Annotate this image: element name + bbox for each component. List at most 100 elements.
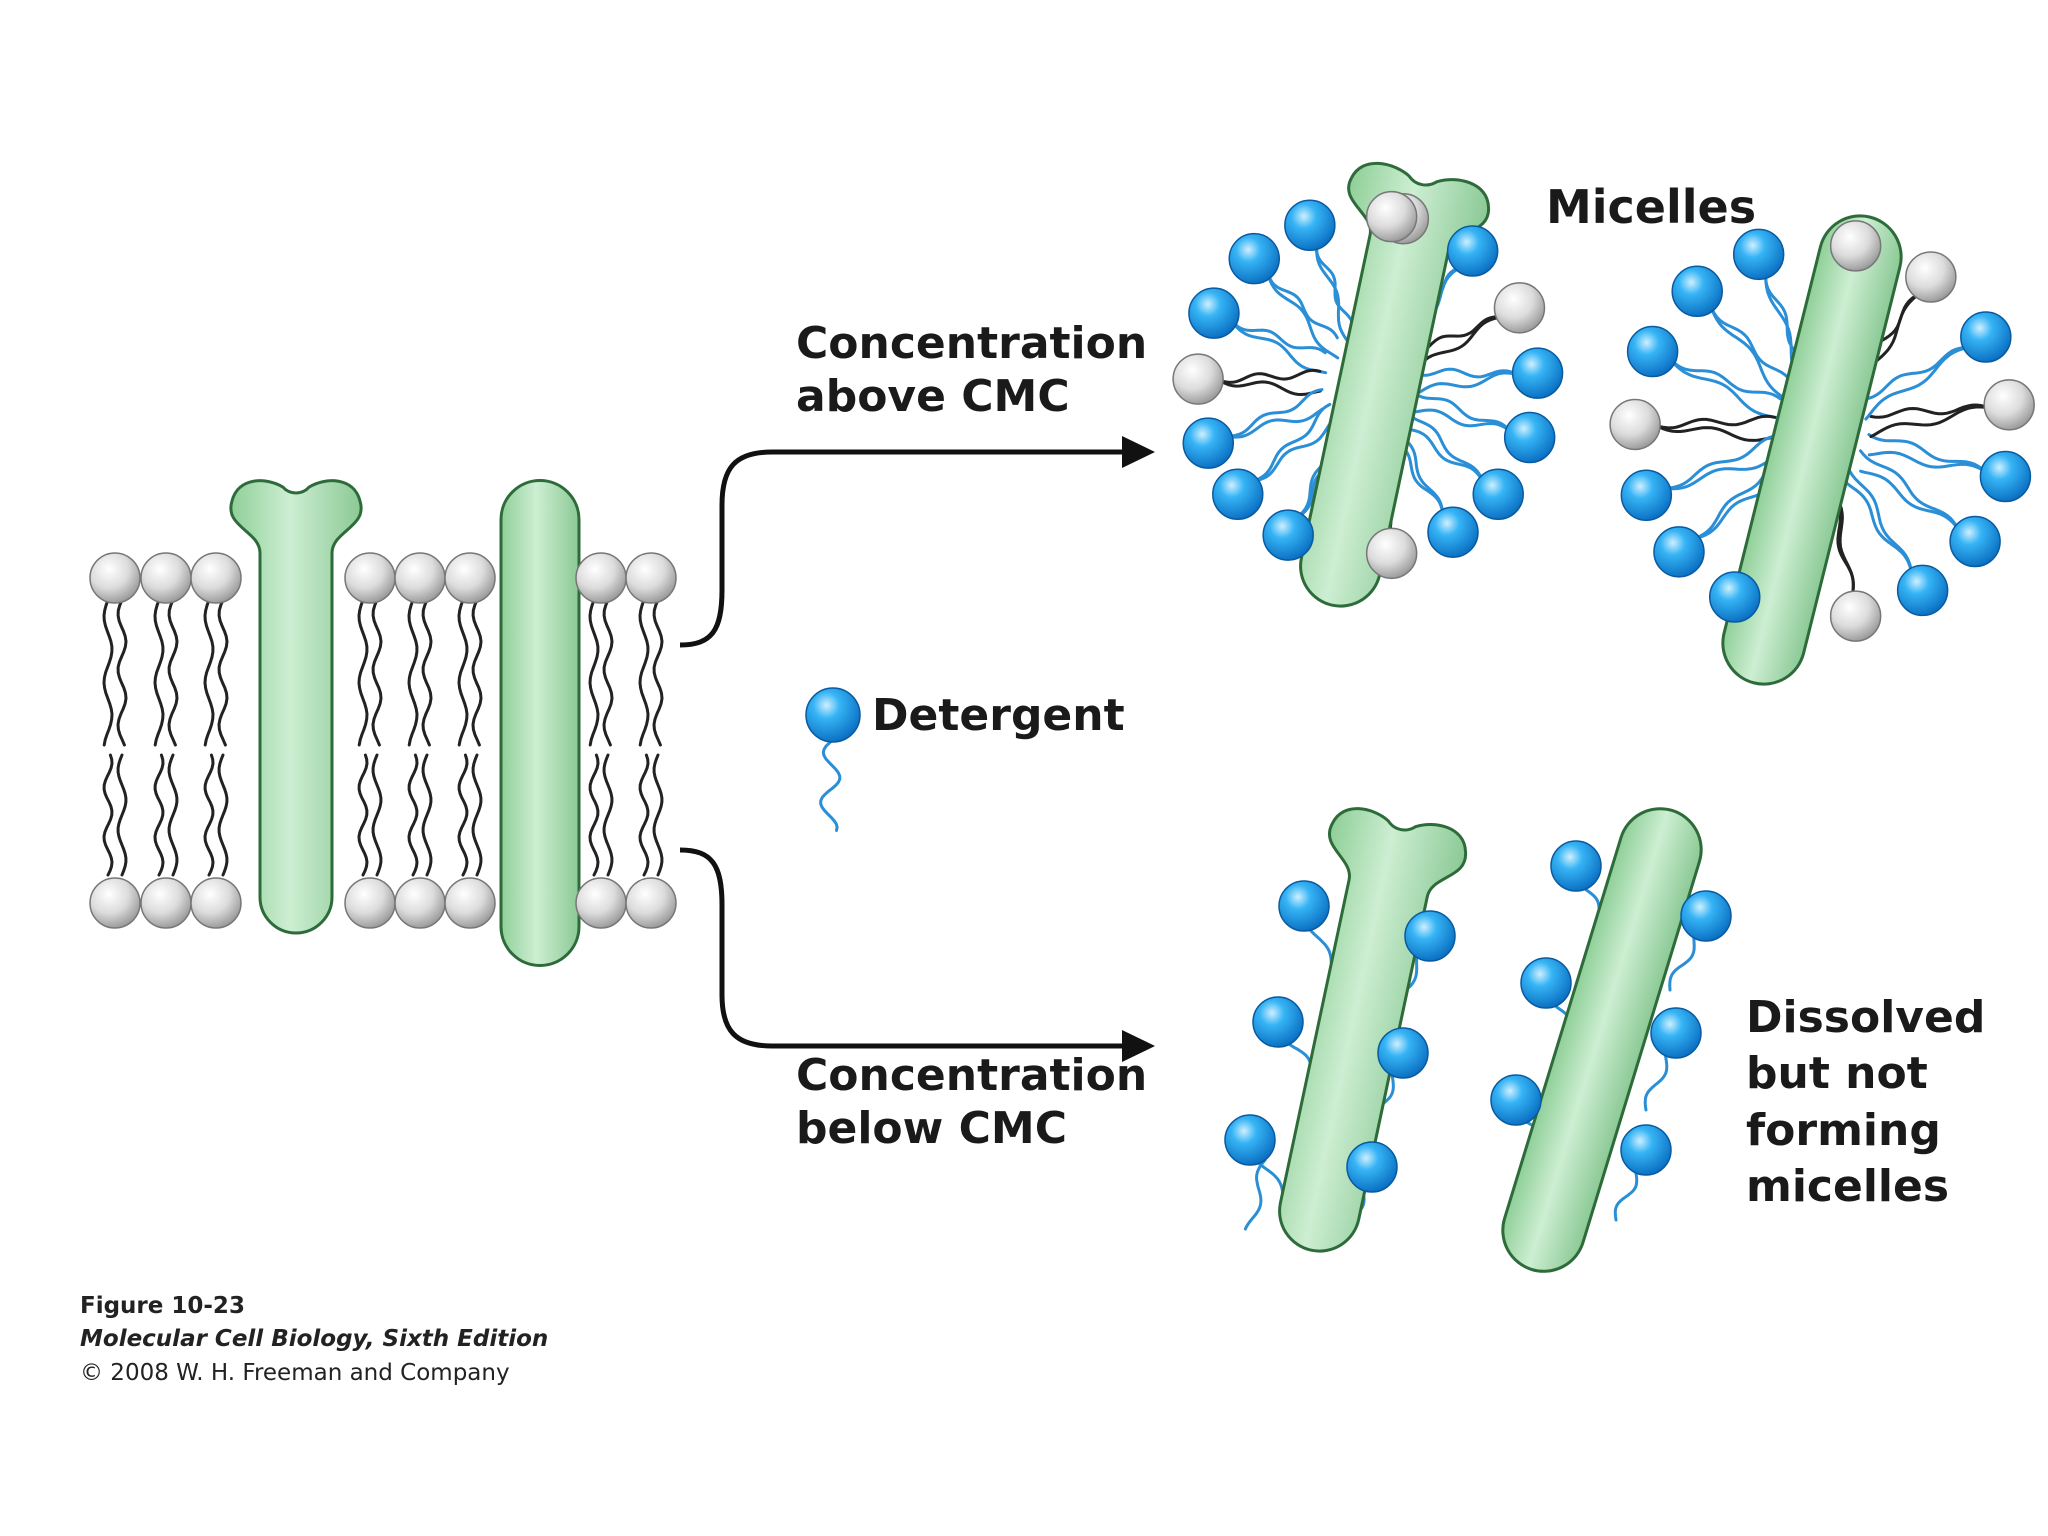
lipid-head-top <box>190 552 242 604</box>
lipid-head-bottom <box>190 877 242 929</box>
detergent-tail <box>1669 358 1782 401</box>
detergent-head <box>1896 564 1949 617</box>
detergent-head <box>1278 880 1330 932</box>
arrowhead-above-cmc <box>1122 436 1155 468</box>
lipid-tail <box>421 598 433 747</box>
bone-protein-body <box>229 479 363 935</box>
detergent-head <box>1708 571 1761 623</box>
detergent-head <box>1404 910 1456 962</box>
detergent-tail <box>1414 371 1520 396</box>
detergent-tail <box>1251 402 1332 483</box>
lipid-tail <box>203 753 215 877</box>
lipid-head <box>1983 379 2035 431</box>
lipid-tail <box>588 598 600 747</box>
lipid-head-bottom <box>89 877 141 929</box>
detergent-tail <box>1225 388 1324 438</box>
lipid-head <box>1493 282 1546 334</box>
detergent-tail <box>1225 407 1324 439</box>
detergent-head <box>1182 417 1235 469</box>
lipid-head <box>1829 220 1882 272</box>
detergent-tail <box>1663 453 1779 491</box>
micelle-protein-bone <box>1299 161 1490 608</box>
detergent-tail <box>1230 320 1328 375</box>
detergent-tail <box>1230 320 1327 355</box>
detergent-legend-head <box>805 687 861 743</box>
lipid-tail <box>652 753 664 877</box>
detergent-tail <box>1414 367 1520 379</box>
arrowhead-below-cmc <box>1122 1030 1155 1062</box>
detergent-head <box>1960 311 2012 363</box>
lipid-tail <box>116 598 128 747</box>
detergent-tail <box>1669 358 1783 421</box>
label-concentration-above-cmc: Concentration above CMC <box>796 318 1147 424</box>
detergent-head <box>1472 468 1524 521</box>
detergent-tail <box>1315 242 1355 331</box>
detergent-tail <box>1864 345 1970 401</box>
lipid-head-top <box>344 552 396 604</box>
detergent-tail <box>1243 1158 1267 1231</box>
lipid-tail <box>638 598 650 747</box>
detergent-head <box>1252 996 1304 1048</box>
lipid-head-top <box>444 552 496 604</box>
lipid-tail <box>371 598 383 747</box>
detergent-head <box>1680 890 1732 942</box>
label-dissolved-not-micelles: Dissolved but not forming micelles <box>1746 990 1985 1215</box>
detergent-head <box>1550 840 1602 892</box>
detergent-tail <box>1401 426 1485 483</box>
dissolved-protein-rod <box>1501 807 1703 1273</box>
caption-figure-number: Figure 10-23 <box>80 1293 245 1319</box>
membrane-protein-bone <box>229 479 363 935</box>
lipid-tail <box>1653 423 1777 442</box>
figure-caption: Figure 10-23 Molecular Cell Biology, Six… <box>80 1290 548 1390</box>
lipid-tail <box>602 753 614 877</box>
rod-protein-body <box>1721 214 1903 686</box>
lipid-head-bottom <box>444 877 496 929</box>
lipid-tail <box>153 598 165 747</box>
lipid-head <box>1905 251 1957 303</box>
membrane-protein-rod <box>499 479 581 967</box>
lipid-head-top <box>140 552 192 604</box>
lipid-tail <box>471 753 483 877</box>
polar-heads <box>89 190 2035 1193</box>
lipid-tail <box>102 598 114 747</box>
lipid-tail <box>407 753 419 877</box>
bone-protein-body <box>1299 161 1490 608</box>
lipid-tail <box>457 598 469 747</box>
detergent-tail <box>1709 304 1794 386</box>
detergent-head <box>1979 450 2032 503</box>
lipid-tail <box>457 753 469 877</box>
caption-book-title: Molecular Cell Biology, Sixth Edition <box>80 1326 549 1353</box>
detergent-tail <box>1859 469 1961 532</box>
arrows <box>679 436 1155 1062</box>
detergent-tail <box>1864 345 1970 421</box>
lipid-head <box>1829 590 1882 642</box>
detergent-tail <box>1867 450 1988 474</box>
lipid-tail <box>471 598 483 747</box>
arrow-below-cmc <box>679 847 1125 1049</box>
lipid-tail <box>167 753 179 877</box>
detergent-head <box>1626 325 1679 378</box>
rod-protein-body <box>1501 807 1703 1273</box>
detergent-head <box>1650 1007 1702 1059</box>
detergent-head <box>1949 515 2001 568</box>
lipid-tail <box>371 753 383 877</box>
label-detergent: Detergent <box>872 690 1125 741</box>
detergent-tail <box>1709 304 1795 406</box>
lipid-tail <box>407 598 419 747</box>
lipid-head-bottom <box>344 877 396 929</box>
lipid-tail <box>588 753 600 877</box>
arrow-above-cmc <box>679 449 1125 648</box>
detergent-head <box>1520 957 1572 1009</box>
lipid-head <box>1365 190 1418 243</box>
lipid-tail <box>1869 403 1991 419</box>
detergent-head <box>1188 287 1240 339</box>
detergent-tail <box>1867 433 1988 474</box>
lipid-tail <box>1653 414 1777 430</box>
lipid-head <box>1609 398 1661 451</box>
label-micelles: Micelles <box>1546 180 1757 234</box>
lipid-tail <box>1216 378 1322 397</box>
detergent-head <box>1490 1074 1542 1126</box>
detergent-head <box>1620 469 1673 522</box>
detergent-tail <box>1315 242 1356 351</box>
lipid-tail <box>167 598 179 747</box>
